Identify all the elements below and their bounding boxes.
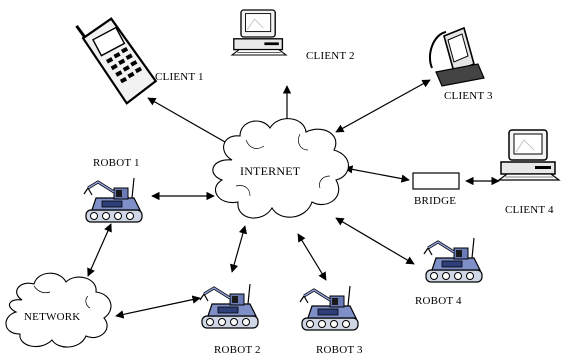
client-3-label: CLIENT 3 — [444, 90, 493, 102]
bridge-box — [412, 172, 460, 190]
robot-arm-icon — [198, 282, 260, 330]
desktop-computer-icon — [498, 129, 560, 181]
pda-icon — [428, 26, 485, 87]
client-1-label: CLIENT 1 — [155, 71, 204, 83]
client-4-label: CLIENT 4 — [505, 204, 554, 216]
internet-label: INTERNET — [240, 164, 301, 178]
connections — [87, 79, 500, 319]
bridge-label: BRIDGE — [414, 195, 457, 207]
network-label: NETWORK — [24, 311, 81, 323]
link-internet-robot4 — [335, 217, 415, 265]
link-internet-robot3 — [297, 233, 327, 281]
link-client1-internet — [147, 97, 233, 147]
link-network-robot2 — [115, 295, 201, 319]
robot-2-label: ROBOT 2 — [214, 344, 261, 356]
link-robot1-network — [87, 223, 112, 277]
mobile-phone-icon — [75, 17, 158, 105]
link-client3-internet — [335, 79, 431, 133]
internet-cloud — [212, 118, 350, 219]
client-2-label: CLIENT 2 — [306, 50, 355, 62]
robot-arm-icon — [82, 176, 144, 224]
robot-arm-icon — [422, 236, 484, 284]
desktop-computer-icon — [231, 9, 287, 56]
robot-4-label: ROBOT 4 — [415, 295, 462, 307]
robot-3-label: ROBOT 3 — [316, 344, 363, 356]
link-internet-bridge — [344, 165, 410, 183]
robot-1-label: ROBOT 1 — [93, 157, 140, 169]
link-internet-robot2 — [230, 225, 247, 273]
robot-arm-icon — [298, 284, 360, 332]
network-cloud — [5, 272, 112, 348]
